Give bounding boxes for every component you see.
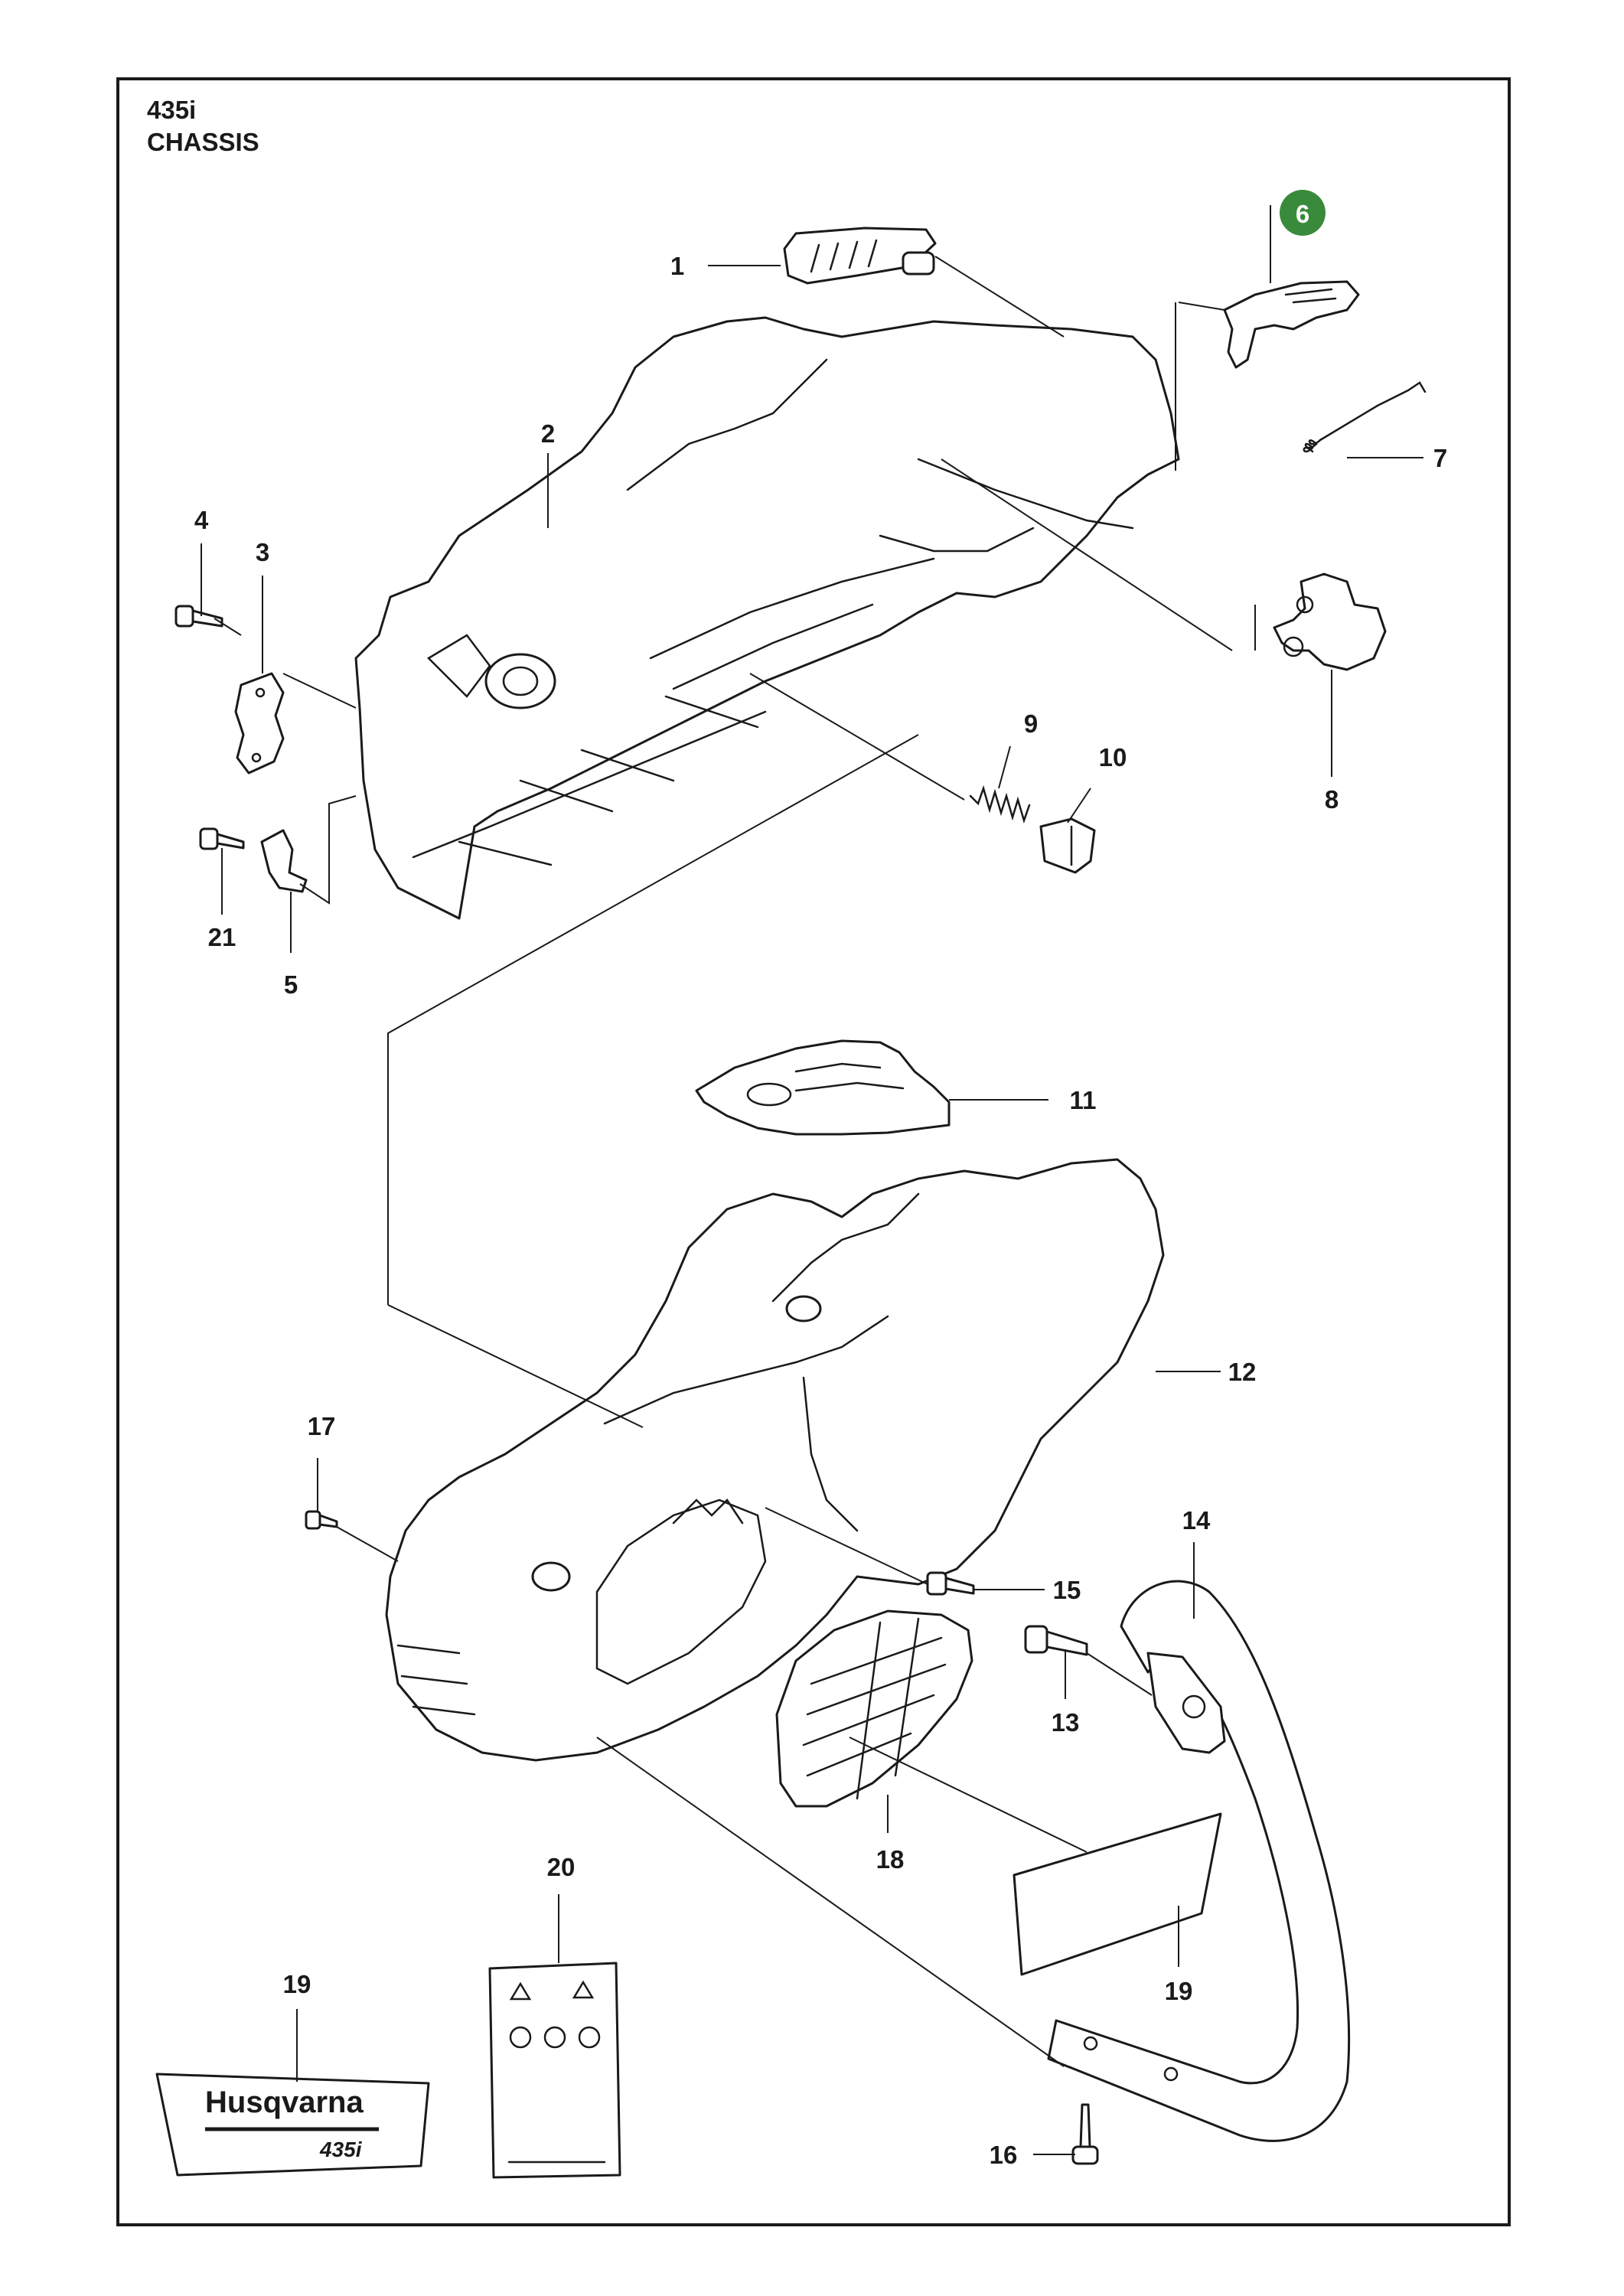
callout-7[interactable]: 7 [1433,444,1447,472]
part-15-screw [926,1571,975,1596]
callout-8[interactable]: 8 [1325,785,1339,814]
part-19-handle-decal [1013,1812,1222,1976]
decal-brand-text: Husqvarna [205,2086,364,2119]
part-3-bumper-plate [234,672,285,775]
model-title: 435i [147,96,197,124]
highlight-marker [1280,190,1326,236]
part-9-spring [969,784,1031,824]
callout-19-handle-decal[interactable]: 19 [1165,1977,1193,2005]
leader-lines [201,205,1423,2155]
callout-12[interactable]: 12 [1228,1358,1257,1386]
callout-18[interactable]: 18 [876,1845,905,1874]
callout-15[interactable]: 15 [1053,1576,1081,1604]
part-8-throttle-lockout [1273,572,1387,671]
part-12-front-housing [385,1158,1165,1762]
diagram-frame [116,77,1511,2226]
callout-21[interactable]: 21 [208,923,236,951]
callout-2[interactable]: 2 [541,419,555,448]
part-13-screw [1024,1625,1088,1656]
callout-6[interactable]: 6 [1296,200,1309,228]
callout-numbers: 6 1 2 3 4 5 7 8 9 10 11 12 13 14 15 16 1… [194,190,1447,2169]
section-title: CHASSIS [147,128,259,156]
part-6-throttle-trigger [1223,280,1360,369]
callout-17[interactable]: 17 [308,1412,336,1440]
part-19-brand-decal: Husqvarna 435i [155,2073,430,2177]
callout-10[interactable]: 10 [1099,743,1127,771]
callout-19-brand-decal[interactable]: 19 [283,1970,311,1998]
part-18-intake-grille [775,1609,973,1808]
part-2-chassis [354,316,1180,920]
callout-5[interactable]: 5 [284,970,298,999]
callout-1[interactable]: 1 [670,252,684,280]
part-5-chain-catcher [260,829,308,893]
part-10-slider [1039,817,1096,874]
callout-14[interactable]: 14 [1182,1506,1211,1534]
part-1-handle-insert [783,227,937,285]
callout-4[interactable]: 4 [194,506,209,534]
part-17-screw [305,1510,338,1530]
decal-model-text: 435i [319,2138,363,2161]
part-14-front-handle [1047,1580,1351,2142]
part-7-spring [1303,381,1427,453]
callout-9[interactable]: 9 [1024,709,1038,738]
callout-16[interactable]: 16 [990,2141,1018,2169]
part-16-screw [1071,2103,1099,2165]
part-21-screw [199,827,245,850]
callout-20[interactable]: 20 [547,1853,576,1881]
callout-11[interactable]: 11 [1070,1086,1097,1114]
part-20-warning-label [488,1962,621,2179]
callout-13[interactable]: 13 [1052,1708,1080,1737]
callout-3[interactable]: 3 [256,538,269,566]
part-11-top-cover [695,1039,951,1136]
part-4-screw [174,605,223,628]
